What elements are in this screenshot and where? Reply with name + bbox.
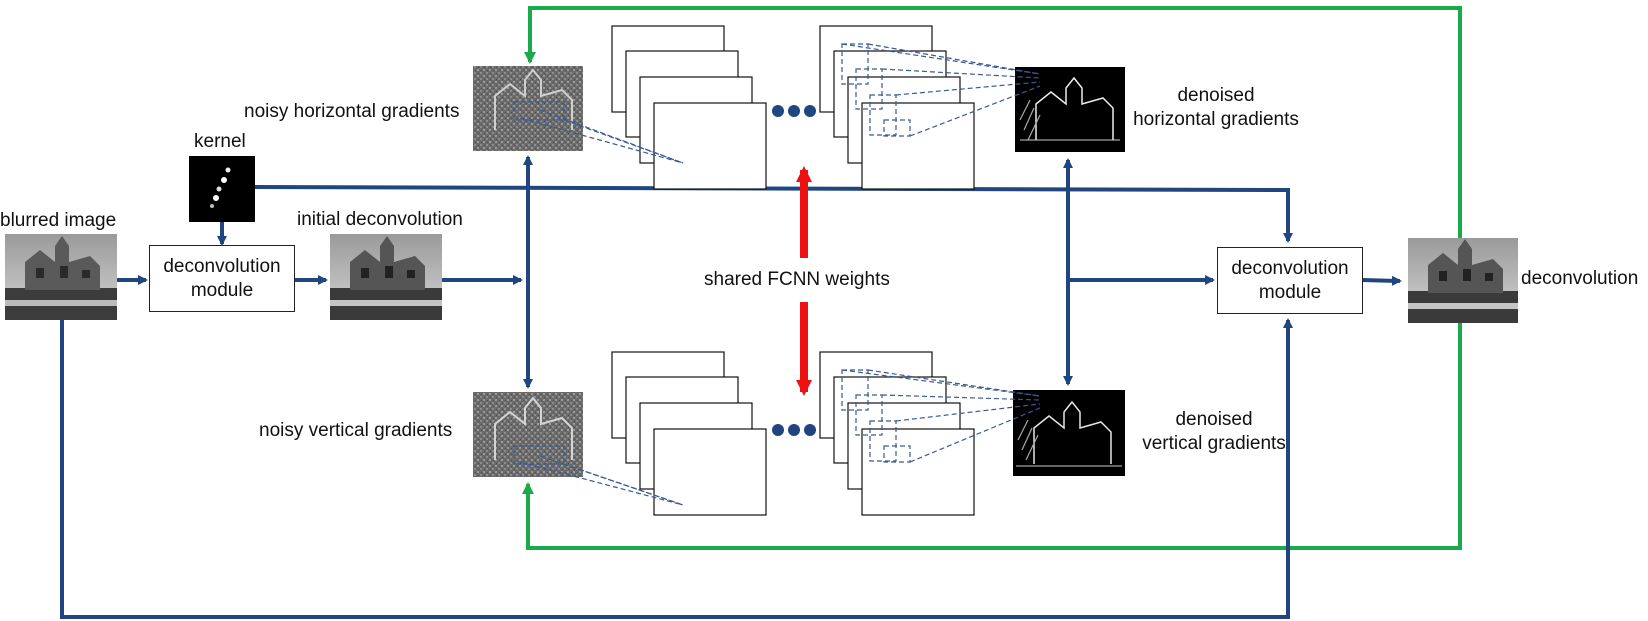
deconvolution-output-label: deconvolution — [1521, 268, 1639, 289]
denoised-vertical-line2: vertical gradients — [1142, 433, 1286, 454]
feature-stack-bottom-right — [819, 351, 975, 516]
module-left-line2: module — [190, 279, 254, 301]
blue-connections — [60, 155, 1402, 619]
ellipsis-dots-bottom — [772, 424, 816, 436]
feature-stack-top-left — [611, 25, 767, 190]
kernel-thumbnail — [189, 156, 255, 222]
feature-stack-bottom-left — [611, 351, 767, 516]
denoised-horizontal-label: denoised horizontal gradients — [1126, 84, 1306, 132]
initial-deconvolution-thumbnail — [330, 234, 442, 320]
feature-stack-top-right — [819, 25, 975, 190]
denoised-vertical-gradients-thumbnail — [1013, 390, 1125, 476]
noisy-horizontal-gradients-thumbnail — [473, 66, 583, 151]
kernel-label: kernel — [194, 131, 246, 152]
deconvolution-module-right: deconvolution module — [1217, 247, 1363, 314]
noisy-vertical-label: noisy vertical gradients — [259, 420, 453, 441]
module-right-line1: deconvolution — [1231, 257, 1349, 279]
receptive-field-lines — [519, 43, 1041, 506]
noisy-horizontal-label: noisy horizontal gradients — [244, 101, 460, 122]
denoised-vertical-label: denoised vertical gradients — [1124, 408, 1304, 456]
deconvolution-module-left: deconvolution module — [149, 245, 295, 312]
denoised-horizontal-line1: denoised — [1177, 85, 1255, 106]
module-left-line1: deconvolution — [163, 255, 281, 277]
initial-deconvolution-label: initial deconvolution — [297, 209, 463, 230]
denoised-horizontal-gradients-thumbnail — [1015, 67, 1125, 152]
blurred-image-label: blurred image — [0, 210, 117, 231]
denoised-vertical-line1: denoised — [1175, 409, 1253, 430]
module-right-line2: module — [1258, 281, 1322, 303]
green-feedback-loop — [522, 6, 1462, 550]
deconvolution-output-thumbnail — [1408, 238, 1518, 323]
shared-weights-label: shared FCNN weights — [704, 269, 890, 290]
ellipsis-dots-top — [772, 105, 816, 117]
noisy-vertical-gradients-thumbnail — [473, 392, 583, 477]
blurred-image-thumbnail — [5, 234, 117, 320]
denoised-horizontal-line2: horizontal gradients — [1133, 109, 1299, 130]
